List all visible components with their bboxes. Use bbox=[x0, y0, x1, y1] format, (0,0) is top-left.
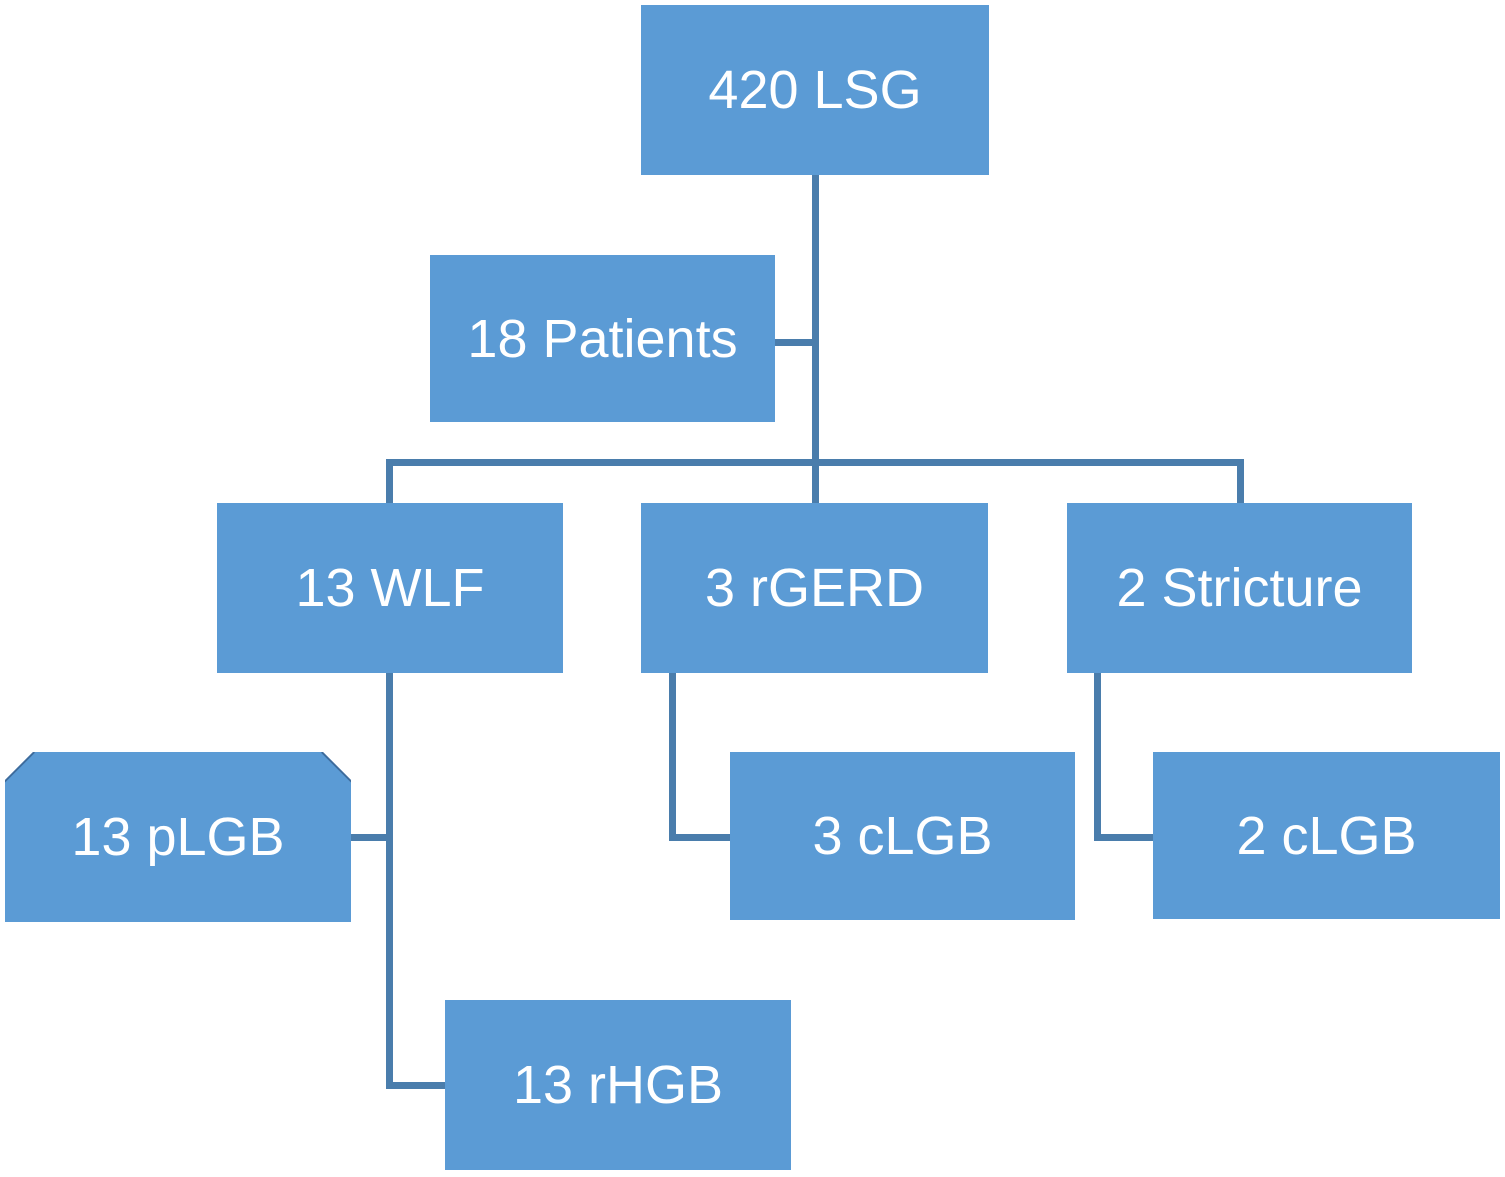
connector-drop-stricture bbox=[1237, 459, 1244, 503]
connector-plgb-stub bbox=[351, 834, 393, 841]
node-13-rhgb-label: 13 rHGB bbox=[512, 1055, 724, 1115]
node-2-stricture: 2 Stricture bbox=[1067, 503, 1412, 673]
connector-rgerd-vertical bbox=[669, 673, 676, 841]
node-13-plgb-label: 13 pLGB bbox=[71, 807, 285, 867]
snip-corner-edge-right bbox=[321, 750, 353, 782]
node-3-clgb-label: 3 cLGB bbox=[812, 806, 993, 866]
connector-stricture-clgb-horizontal bbox=[1094, 834, 1153, 841]
node-13-rhgb: 13 rHGB bbox=[445, 1000, 791, 1170]
node-420-lsg-label: 420 LSG bbox=[708, 60, 922, 120]
node-3-clgb: 3 cLGB bbox=[730, 752, 1075, 920]
node-13-plgb: 13 pLGB bbox=[5, 752, 351, 922]
node-18-patients-label: 18 Patients bbox=[467, 308, 738, 369]
node-2-stricture-label: 2 Stricture bbox=[1116, 558, 1363, 618]
connector-wlf-rhgb-horizontal bbox=[386, 1082, 445, 1089]
node-2-clgb: 2 cLGB bbox=[1153, 752, 1500, 919]
connector-drop-rgerd bbox=[812, 459, 819, 503]
node-18-patients: 18 Patients bbox=[430, 255, 775, 422]
connector-patients-stub bbox=[775, 339, 819, 346]
connector-wlf-vertical bbox=[386, 673, 393, 1089]
connector-drop-wlf bbox=[386, 459, 393, 503]
node-2-clgb-label: 2 cLGB bbox=[1236, 805, 1417, 866]
snip-corner-edge-left bbox=[3, 750, 35, 782]
connector-rgerd-clgb-horizontal bbox=[669, 834, 730, 841]
node-3-rgerd: 3 rGERD bbox=[641, 503, 988, 673]
node-13-wlf: 13 WLF bbox=[217, 503, 563, 673]
node-420-lsg: 420 LSG bbox=[641, 5, 989, 175]
node-3-rgerd-label: 3 rGERD bbox=[704, 558, 925, 618]
connector-lsg-vertical bbox=[812, 175, 819, 467]
connector-stricture-vertical bbox=[1094, 673, 1101, 841]
node-13-wlf-label: 13 WLF bbox=[295, 558, 485, 618]
